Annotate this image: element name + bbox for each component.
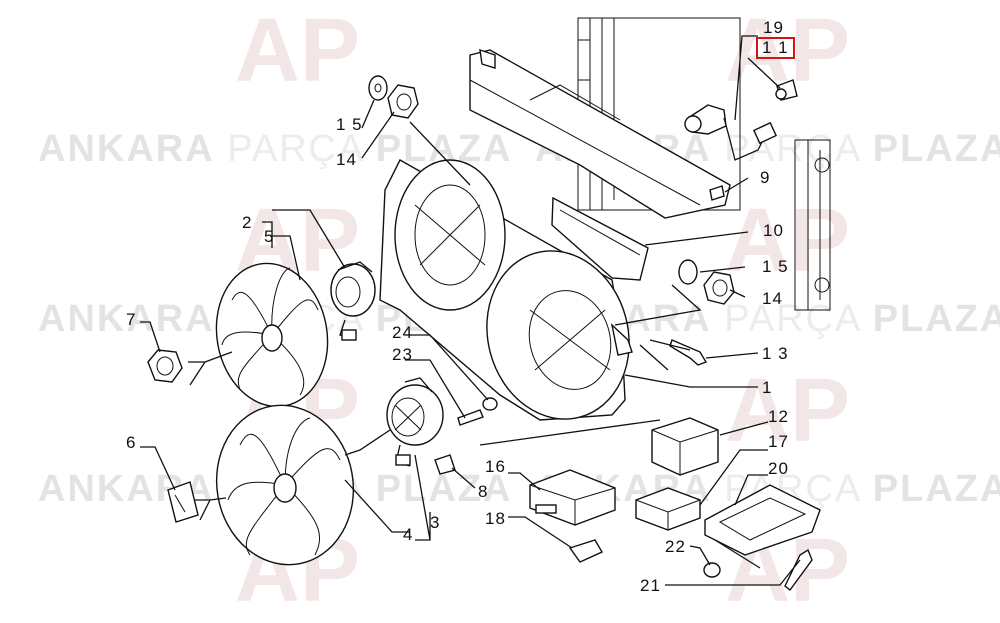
callout-5: 5 <box>264 227 275 246</box>
leader-lines <box>140 35 801 586</box>
fan-motor-upper <box>330 261 376 341</box>
callout-6: 6 <box>126 433 137 452</box>
callout-2: 2 <box>242 213 253 232</box>
fan-blade-lower <box>215 404 355 566</box>
callout-13: 1 3 <box>762 344 789 363</box>
callout-11-highlighted: 1 1 <box>756 37 795 59</box>
callout-24: 24 <box>392 323 413 342</box>
watermark-text: ANKARA PARÇA PLAZA <box>38 128 513 170</box>
side-bracket <box>551 196 649 281</box>
callout-15-right: 1 5 <box>762 257 789 276</box>
mounting-plate <box>704 484 821 556</box>
callout-19: 19 <box>763 18 784 37</box>
fan-motor-lower <box>386 377 444 467</box>
sensor-plug <box>568 539 603 563</box>
relay <box>651 417 719 476</box>
screw <box>669 339 708 366</box>
small-nut <box>703 562 721 578</box>
control-module-16 <box>529 469 616 526</box>
callout-3: 3 <box>430 513 441 532</box>
callout-10: 10 <box>763 221 784 240</box>
diagram-drawing <box>140 17 831 592</box>
callout-4: 4 <box>403 525 414 544</box>
bolt <box>784 548 813 592</box>
screw-and-washer <box>457 397 498 426</box>
nut-and-washer-right <box>678 259 735 305</box>
callout-16: 16 <box>485 457 506 476</box>
callout-8: 8 <box>478 482 489 501</box>
callout-15-upper: 1 5 <box>336 115 363 134</box>
callout-1: 1 <box>762 378 773 397</box>
callout-23: 23 <box>392 345 413 364</box>
callout-12: 12 <box>768 407 789 426</box>
nut-and-washer-upper <box>368 75 419 119</box>
callout-20: 20 <box>768 459 789 478</box>
callout-7: 7 <box>126 310 137 329</box>
callout-14-upper: 14 <box>336 150 357 169</box>
watermark-logo: AP <box>235 1 361 101</box>
nut <box>147 349 183 383</box>
fan-shroud <box>379 159 633 421</box>
fan-blade-upper <box>215 262 329 408</box>
callout-21: 21 <box>640 576 661 595</box>
watermark-logo: AP <box>725 191 851 291</box>
watermark-logo: AP <box>725 361 851 461</box>
callout-17: 17 <box>768 432 789 451</box>
callout-18: 18 <box>485 509 506 528</box>
small-clip <box>434 454 456 475</box>
callout-9: 9 <box>760 168 771 187</box>
callout-14-right: 14 <box>762 289 783 308</box>
upper-bracket <box>469 48 731 219</box>
clip <box>167 481 199 523</box>
control-module-17 <box>635 487 701 531</box>
exploded-parts-diagram: AP AP AP AP AP AP AP AP ANKARA PARÇA PLA… <box>38 1 1000 621</box>
callout-22: 22 <box>665 537 686 556</box>
sensor-assembly <box>684 79 798 161</box>
